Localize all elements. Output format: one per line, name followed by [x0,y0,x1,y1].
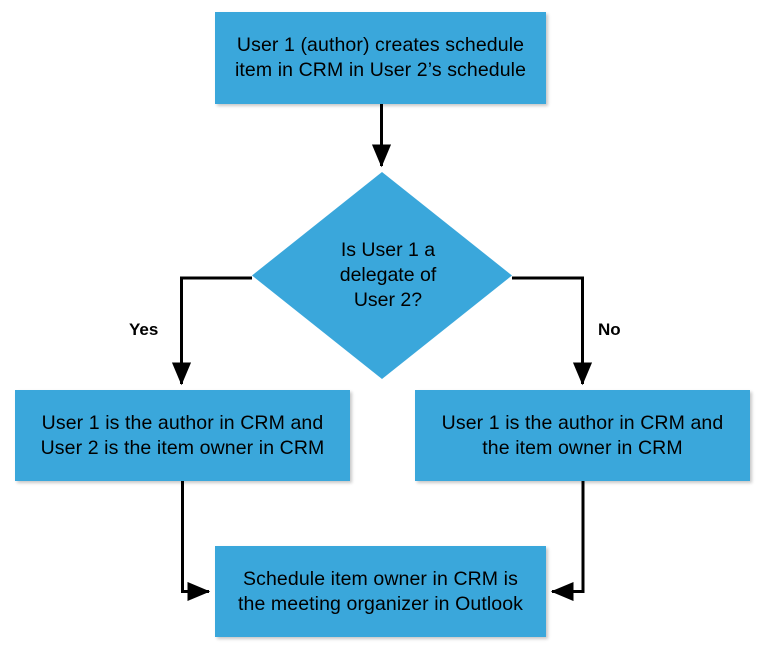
edge-label-no: No [598,320,621,339]
edge-no-branch-to-end [550,481,585,602]
node-no-branch-label: User 1 is the author in CRM and the item… [441,411,724,459]
node-yes-branch-label: User 1 is the author in CRM and User 2 i… [40,411,325,459]
node-decision[interactable]: Is User 1 a delegate of User 2? [252,172,512,379]
node-end-label: Schedule item owner in CRM is the meetin… [237,567,524,615]
node-decision-label: Is User 1 a delegate of User 2? [339,239,437,311]
edge-decision-to-yes-branch [171,276,252,386]
node-end[interactable]: Schedule item owner in CRM is the meetin… [215,546,546,637]
edge-label-yes: Yes [129,320,159,339]
node-yes-branch[interactable]: User 1 is the author in CRM and User 2 i… [15,390,350,481]
node-no-branch[interactable]: User 1 is the author in CRM and the item… [415,390,750,481]
node-start-label: User 1 (author) creates schedule item in… [234,34,527,81]
node-start[interactable]: User 1 (author) creates schedule item in… [215,12,546,104]
edge-yes-branch-to-end [181,481,211,602]
